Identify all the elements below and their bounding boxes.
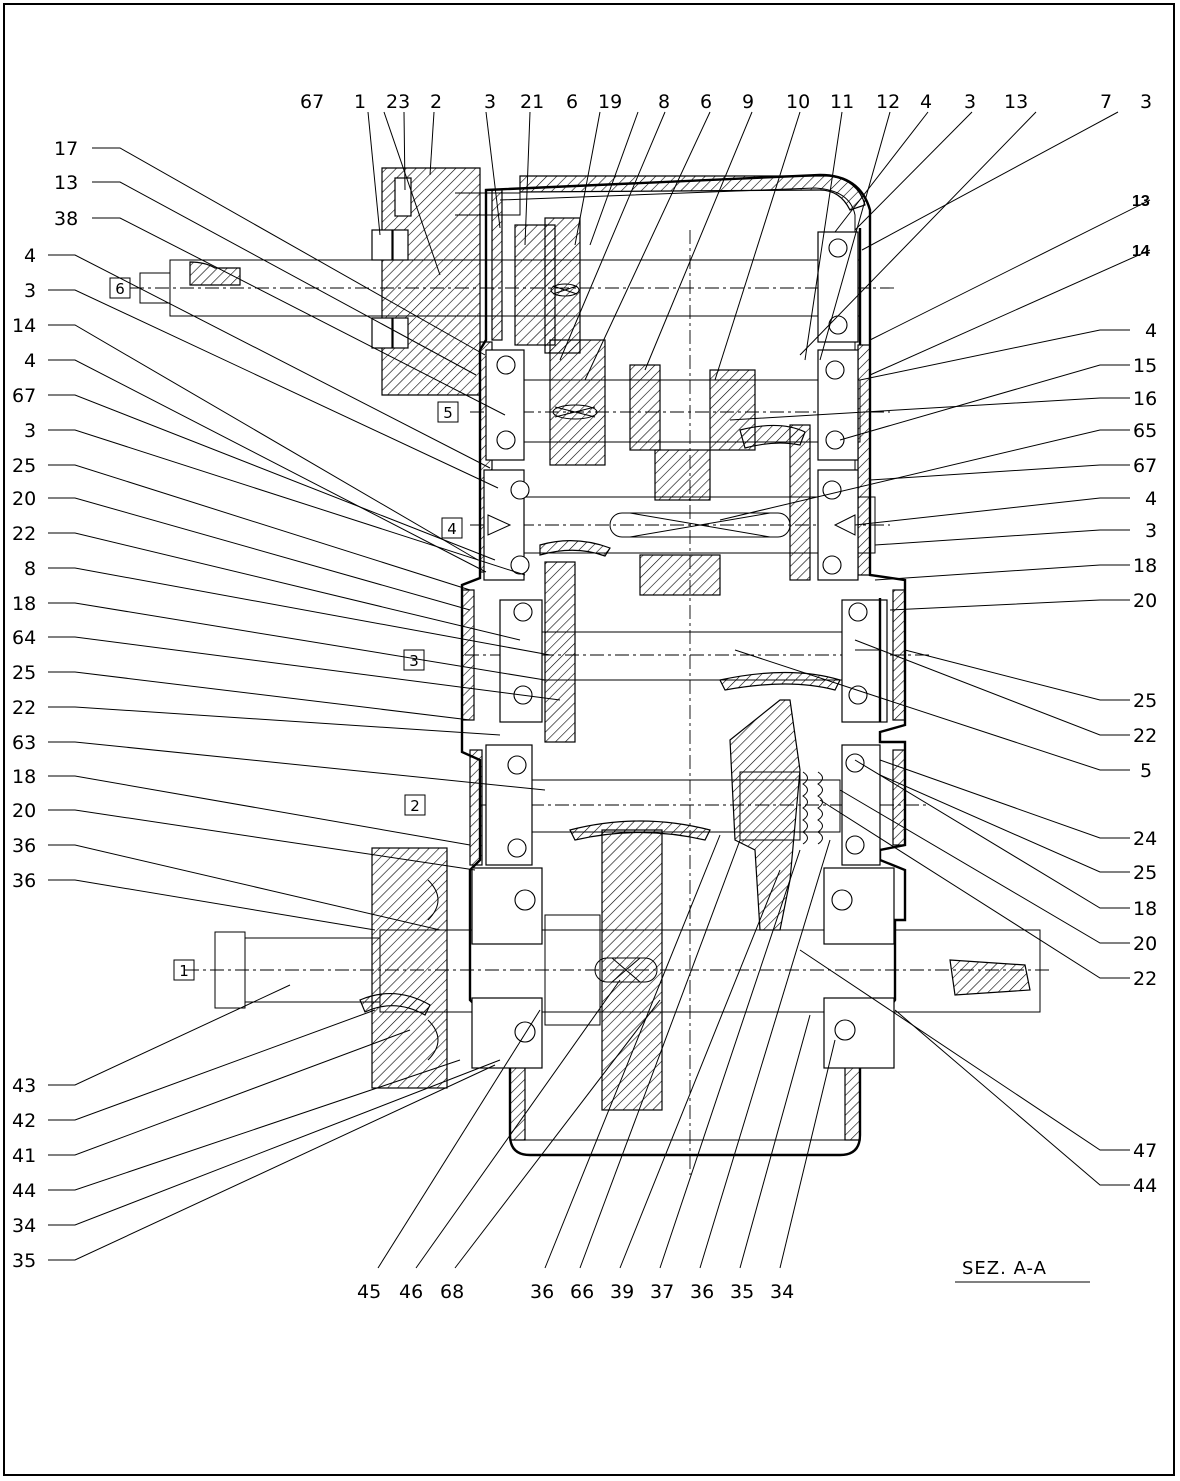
label-left: 22 <box>12 523 36 545</box>
label-left: 34 <box>12 1215 36 1237</box>
label-left: 38 <box>54 208 78 230</box>
label-left: 8 <box>24 558 36 580</box>
label-right: 20 <box>1133 590 1157 612</box>
label-left: 25 <box>12 455 36 477</box>
label-left: 36 <box>12 870 36 892</box>
labels-right: 13 14 4 15 16 65 67 4 3 18 20 25 22 5 24… <box>1132 193 1157 1197</box>
label-left: 44 <box>12 1180 36 1202</box>
label-top: 67 <box>300 91 324 113</box>
label-right: 16 <box>1133 388 1157 410</box>
label-right: 4 <box>1145 320 1157 342</box>
label-right: 24 <box>1133 828 1157 850</box>
label-right: 44 <box>1133 1175 1157 1197</box>
label-top: 6 <box>700 91 712 113</box>
label-left: 4 <box>24 350 36 372</box>
label-left: 14 <box>12 315 36 337</box>
label-right: 47 <box>1133 1140 1157 1162</box>
label-left: 20 <box>12 800 36 822</box>
label-top: 12 <box>876 91 900 113</box>
label-top: 3 <box>964 91 976 113</box>
shaft-id-boxes: 6 5 4 3 2 1 <box>109 277 463 981</box>
label-bottom: 36 <box>530 1281 554 1303</box>
label-left: 67 <box>12 385 36 407</box>
label-top: 2 <box>430 91 442 113</box>
label-bottom: 68 <box>440 1281 464 1303</box>
label-right: 25 <box>1133 862 1157 884</box>
label-top: 4 <box>920 91 932 113</box>
label-left: 4 <box>24 245 36 267</box>
section-title: SEZ. A-A <box>962 1258 1047 1279</box>
label-top: 10 <box>786 91 810 113</box>
label-top: 19 <box>598 91 622 113</box>
label-top: 3 <box>484 91 496 113</box>
label-right: 3 <box>1145 520 1157 542</box>
label-right: 22 <box>1133 968 1157 990</box>
label-left: 63 <box>12 732 36 754</box>
label-top: 13 <box>1004 91 1028 113</box>
label-left: 3 <box>24 420 36 442</box>
label-bottom: 35 <box>730 1281 754 1303</box>
label-top: 9 <box>742 91 754 113</box>
label-left: 17 <box>54 138 78 160</box>
shaft-id-4: 4 <box>447 520 457 538</box>
label-top: 3 <box>1140 91 1152 113</box>
label-right: 18 <box>1133 555 1157 577</box>
label-right: 20 <box>1133 933 1157 955</box>
label-right: 18 <box>1133 898 1157 920</box>
shaft-5 <box>485 339 861 466</box>
label-right: 65 <box>1133 420 1157 442</box>
label-top: 21 <box>520 91 544 113</box>
shaft-3 <box>499 561 888 743</box>
label-bottom: 45 <box>357 1281 381 1303</box>
label-bottom: 66 <box>570 1281 594 1303</box>
label-right: 25 <box>1133 690 1157 712</box>
label-left: 41 <box>12 1145 36 1167</box>
label-bottom: 34 <box>770 1281 794 1303</box>
label-bottom: 39 <box>610 1281 634 1303</box>
label-left: 35 <box>12 1250 36 1272</box>
label-top: 6 <box>566 91 578 113</box>
label-top: 11 <box>830 91 854 113</box>
label-left: 43 <box>12 1075 36 1097</box>
label-left: 42 <box>12 1110 36 1132</box>
label-bottom: 46 <box>399 1281 423 1303</box>
shaft-id-2: 2 <box>410 797 420 815</box>
label-top: 8 <box>658 91 670 113</box>
label-right: 67 <box>1133 455 1157 477</box>
label-left: 36 <box>12 835 36 857</box>
leader-lines <box>48 111 1151 1269</box>
label-right: 4 <box>1145 488 1157 510</box>
label-top: 1 <box>354 91 366 113</box>
label-left: 64 <box>12 627 36 649</box>
label-right: 22 <box>1133 725 1157 747</box>
shaft-1 <box>214 829 1041 1111</box>
label-right: 5 <box>1140 760 1152 782</box>
shaft-id-6: 6 <box>115 280 125 298</box>
shaft-6 <box>139 217 862 354</box>
label-right: 15 <box>1133 355 1157 377</box>
label-left: 25 <box>12 662 36 684</box>
shaft-id-5: 5 <box>443 404 453 422</box>
label-left: 3 <box>24 280 36 302</box>
shaft-4 <box>483 424 876 596</box>
labels-top: 67 1 23 2 3 21 6 19 8 6 9 10 11 12 4 3 1… <box>300 91 1152 113</box>
drawing-frame <box>3 3 1175 1476</box>
shaft-id-1: 1 <box>179 962 189 980</box>
label-top: 23 <box>386 91 410 113</box>
label-left: 20 <box>12 488 36 510</box>
label-top: 7 <box>1100 91 1112 113</box>
labels-bottom: 45 46 68 36 66 39 37 36 35 34 <box>357 1281 794 1303</box>
label-right-bold: 14 <box>1132 243 1150 260</box>
label-bottom: 36 <box>690 1281 714 1303</box>
shaft-2 <box>485 699 881 931</box>
label-left: 18 <box>12 593 36 615</box>
label-left: 13 <box>54 172 78 194</box>
label-left: 18 <box>12 766 36 788</box>
label-right-bold: 13 <box>1132 193 1150 210</box>
label-left: 22 <box>12 697 36 719</box>
label-bottom: 37 <box>650 1281 674 1303</box>
shaft-id-3: 3 <box>409 652 419 670</box>
labels-left: 17 13 38 4 3 14 4 67 3 25 20 22 8 18 64 … <box>12 138 78 1272</box>
